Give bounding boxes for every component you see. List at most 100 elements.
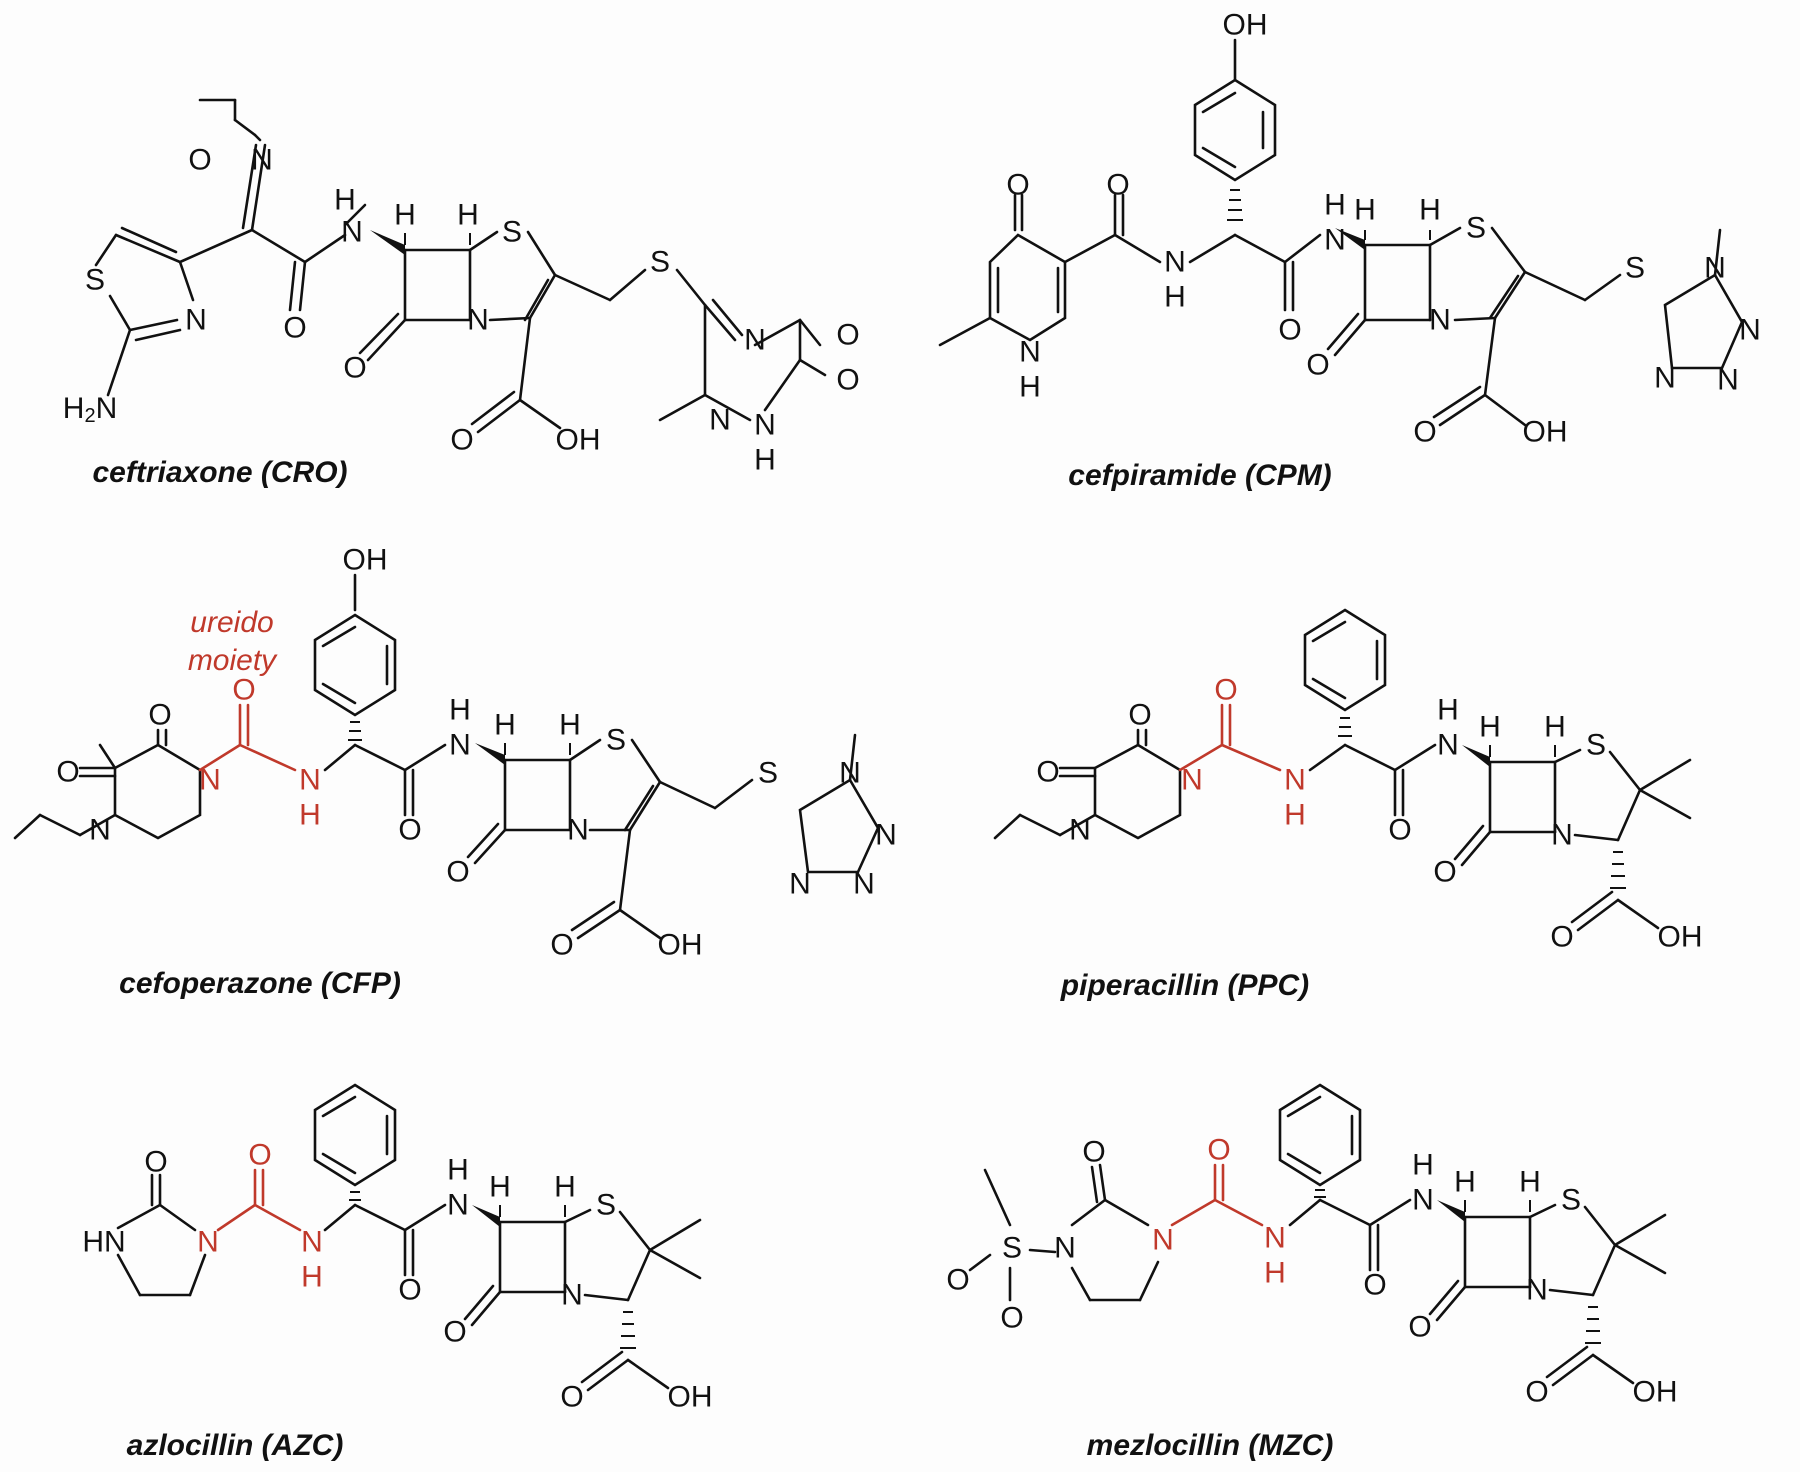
atom-O: O bbox=[946, 1264, 969, 1297]
atom-O: O bbox=[1413, 416, 1436, 449]
structure-mezlocillin: O O S O N N O N H O N H H H S N O O OH m… bbox=[946, 1083, 1678, 1462]
atom-N: N bbox=[839, 757, 861, 790]
atom-O: O bbox=[550, 929, 573, 962]
atom-O: O bbox=[1306, 349, 1329, 382]
atom-OH: OH bbox=[1523, 416, 1568, 449]
atom-S: S bbox=[1466, 212, 1486, 245]
structure-azlocillin: O HN N O N H O N H H H S N O O OH azloci… bbox=[82, 1083, 713, 1462]
atom-N: N bbox=[744, 324, 766, 357]
atom-H-ureido: H bbox=[1264, 1257, 1286, 1290]
atom-O: O bbox=[398, 1274, 421, 1307]
atom-O: O bbox=[1006, 169, 1029, 202]
atom-N: N bbox=[1437, 729, 1459, 762]
ureido-annotation-line1: ureido bbox=[190, 606, 273, 639]
atom-H: H bbox=[754, 444, 776, 477]
atom-H: H bbox=[1419, 194, 1441, 227]
atom-N-ureido: N bbox=[1181, 764, 1203, 797]
atom-O: O bbox=[398, 814, 421, 847]
compound-caption: piperacillin (PPC) bbox=[1060, 969, 1309, 1002]
hatch-bond bbox=[1227, 189, 1431, 240]
wedge-bond bbox=[472, 1205, 500, 1227]
atom-N-ureido: N bbox=[197, 1226, 219, 1259]
atom-O: O bbox=[283, 312, 306, 345]
compound-caption: ceftriaxone (CRO) bbox=[92, 456, 347, 489]
atom-S: S bbox=[1625, 252, 1645, 285]
atom-H: H bbox=[1437, 694, 1459, 727]
atom-N: N bbox=[789, 868, 811, 901]
structure-cefoperazone: ureido moiety bbox=[13, 544, 897, 1000]
atom-OH: OH bbox=[668, 1381, 713, 1414]
atom-O: O bbox=[188, 144, 211, 177]
atom-N: N bbox=[853, 868, 875, 901]
atom-O: O bbox=[1408, 1311, 1431, 1344]
atom-H: H bbox=[1324, 189, 1346, 222]
ureido-annotation-line2: moiety bbox=[188, 644, 278, 677]
atom-NH2: H2N bbox=[63, 392, 117, 428]
wedge-bond bbox=[1462, 745, 1490, 767]
atom-O: O bbox=[1278, 314, 1301, 347]
atom-HN: HN bbox=[82, 1226, 125, 1259]
atom-H-ureido: H bbox=[301, 1261, 323, 1294]
wedge-bond bbox=[475, 743, 505, 765]
atom-N: N bbox=[1551, 819, 1573, 852]
atom-H: H bbox=[394, 199, 416, 232]
atom-H: H bbox=[554, 1171, 576, 1204]
atom-O: O bbox=[1433, 856, 1456, 889]
atom-S: S bbox=[650, 246, 670, 279]
wedge-bond bbox=[1335, 228, 1365, 250]
atom-O: O bbox=[1388, 814, 1411, 847]
atom-O: O bbox=[1000, 1302, 1023, 1335]
atom-N: N bbox=[754, 409, 776, 442]
atom-N: N bbox=[1412, 1184, 1434, 1217]
compound-caption: mezlocillin (MZC) bbox=[1087, 1429, 1334, 1462]
atom-S: S bbox=[502, 216, 522, 249]
atom-N: N bbox=[561, 1279, 583, 1312]
atom-S: S bbox=[85, 264, 105, 297]
atom-OH: OH bbox=[658, 929, 703, 962]
atom-N: N bbox=[251, 144, 273, 177]
wedge-bond bbox=[1437, 1200, 1465, 1222]
compound-caption: azlocillin (AZC) bbox=[127, 1429, 344, 1462]
atom-S: S bbox=[596, 1189, 616, 1222]
atom-H-ureido: H bbox=[1284, 799, 1306, 832]
atom-H: H bbox=[494, 709, 516, 742]
hatch-bond bbox=[348, 721, 571, 755]
atom-H: H bbox=[1354, 194, 1376, 227]
atom-N-ureido: N bbox=[199, 764, 221, 797]
atom-O: O bbox=[1525, 1376, 1548, 1409]
atom-H: H bbox=[334, 184, 356, 217]
atom-O: O bbox=[1106, 169, 1129, 202]
atom-N: N bbox=[875, 819, 897, 852]
structure-piperacillin: O O N N O N H O N H H H S N O O OH piper… bbox=[993, 608, 1703, 1002]
atom-S: S bbox=[758, 757, 778, 790]
atom-N: N bbox=[1429, 304, 1451, 337]
atom-OH: OH bbox=[343, 544, 388, 577]
atom-N-ureido: N bbox=[299, 764, 321, 797]
atom-N: N bbox=[1526, 1274, 1548, 1307]
atom-N: N bbox=[467, 304, 489, 337]
atom-OH: OH bbox=[1223, 9, 1268, 42]
atom-N: N bbox=[447, 1189, 469, 1222]
atom-S: S bbox=[1002, 1232, 1022, 1265]
atom-O: O bbox=[343, 352, 366, 385]
structure-cefpiramide: OH O N H O N H O N H H H S N O O OH S N … bbox=[938, 9, 1761, 492]
atom-OH: OH bbox=[1633, 1376, 1678, 1409]
atom-N-ureido: N bbox=[1284, 764, 1306, 797]
atom-H: H bbox=[447, 1154, 469, 1187]
atom-OH: OH bbox=[1658, 921, 1703, 954]
atom-N: N bbox=[567, 814, 589, 847]
atom-N: N bbox=[1019, 336, 1041, 369]
atom-O-ureido: O bbox=[248, 1139, 271, 1172]
atom-N: N bbox=[1069, 814, 1091, 847]
atom-H: H bbox=[489, 1171, 511, 1204]
structure-ceftriaxone: S N H2N N O O N H H H N S O O OH S N O O… bbox=[63, 98, 860, 489]
atom-O: O bbox=[1128, 699, 1151, 732]
atom-H: H bbox=[559, 709, 581, 742]
hatch-bond bbox=[349, 1191, 636, 1349]
atom-N-ureido: N bbox=[1264, 1222, 1286, 1255]
atom-N: N bbox=[1704, 252, 1726, 285]
atom-O: O bbox=[1363, 1269, 1386, 1302]
atom-H: H bbox=[1412, 1149, 1434, 1182]
atom-H-ureido: H bbox=[299, 799, 321, 832]
